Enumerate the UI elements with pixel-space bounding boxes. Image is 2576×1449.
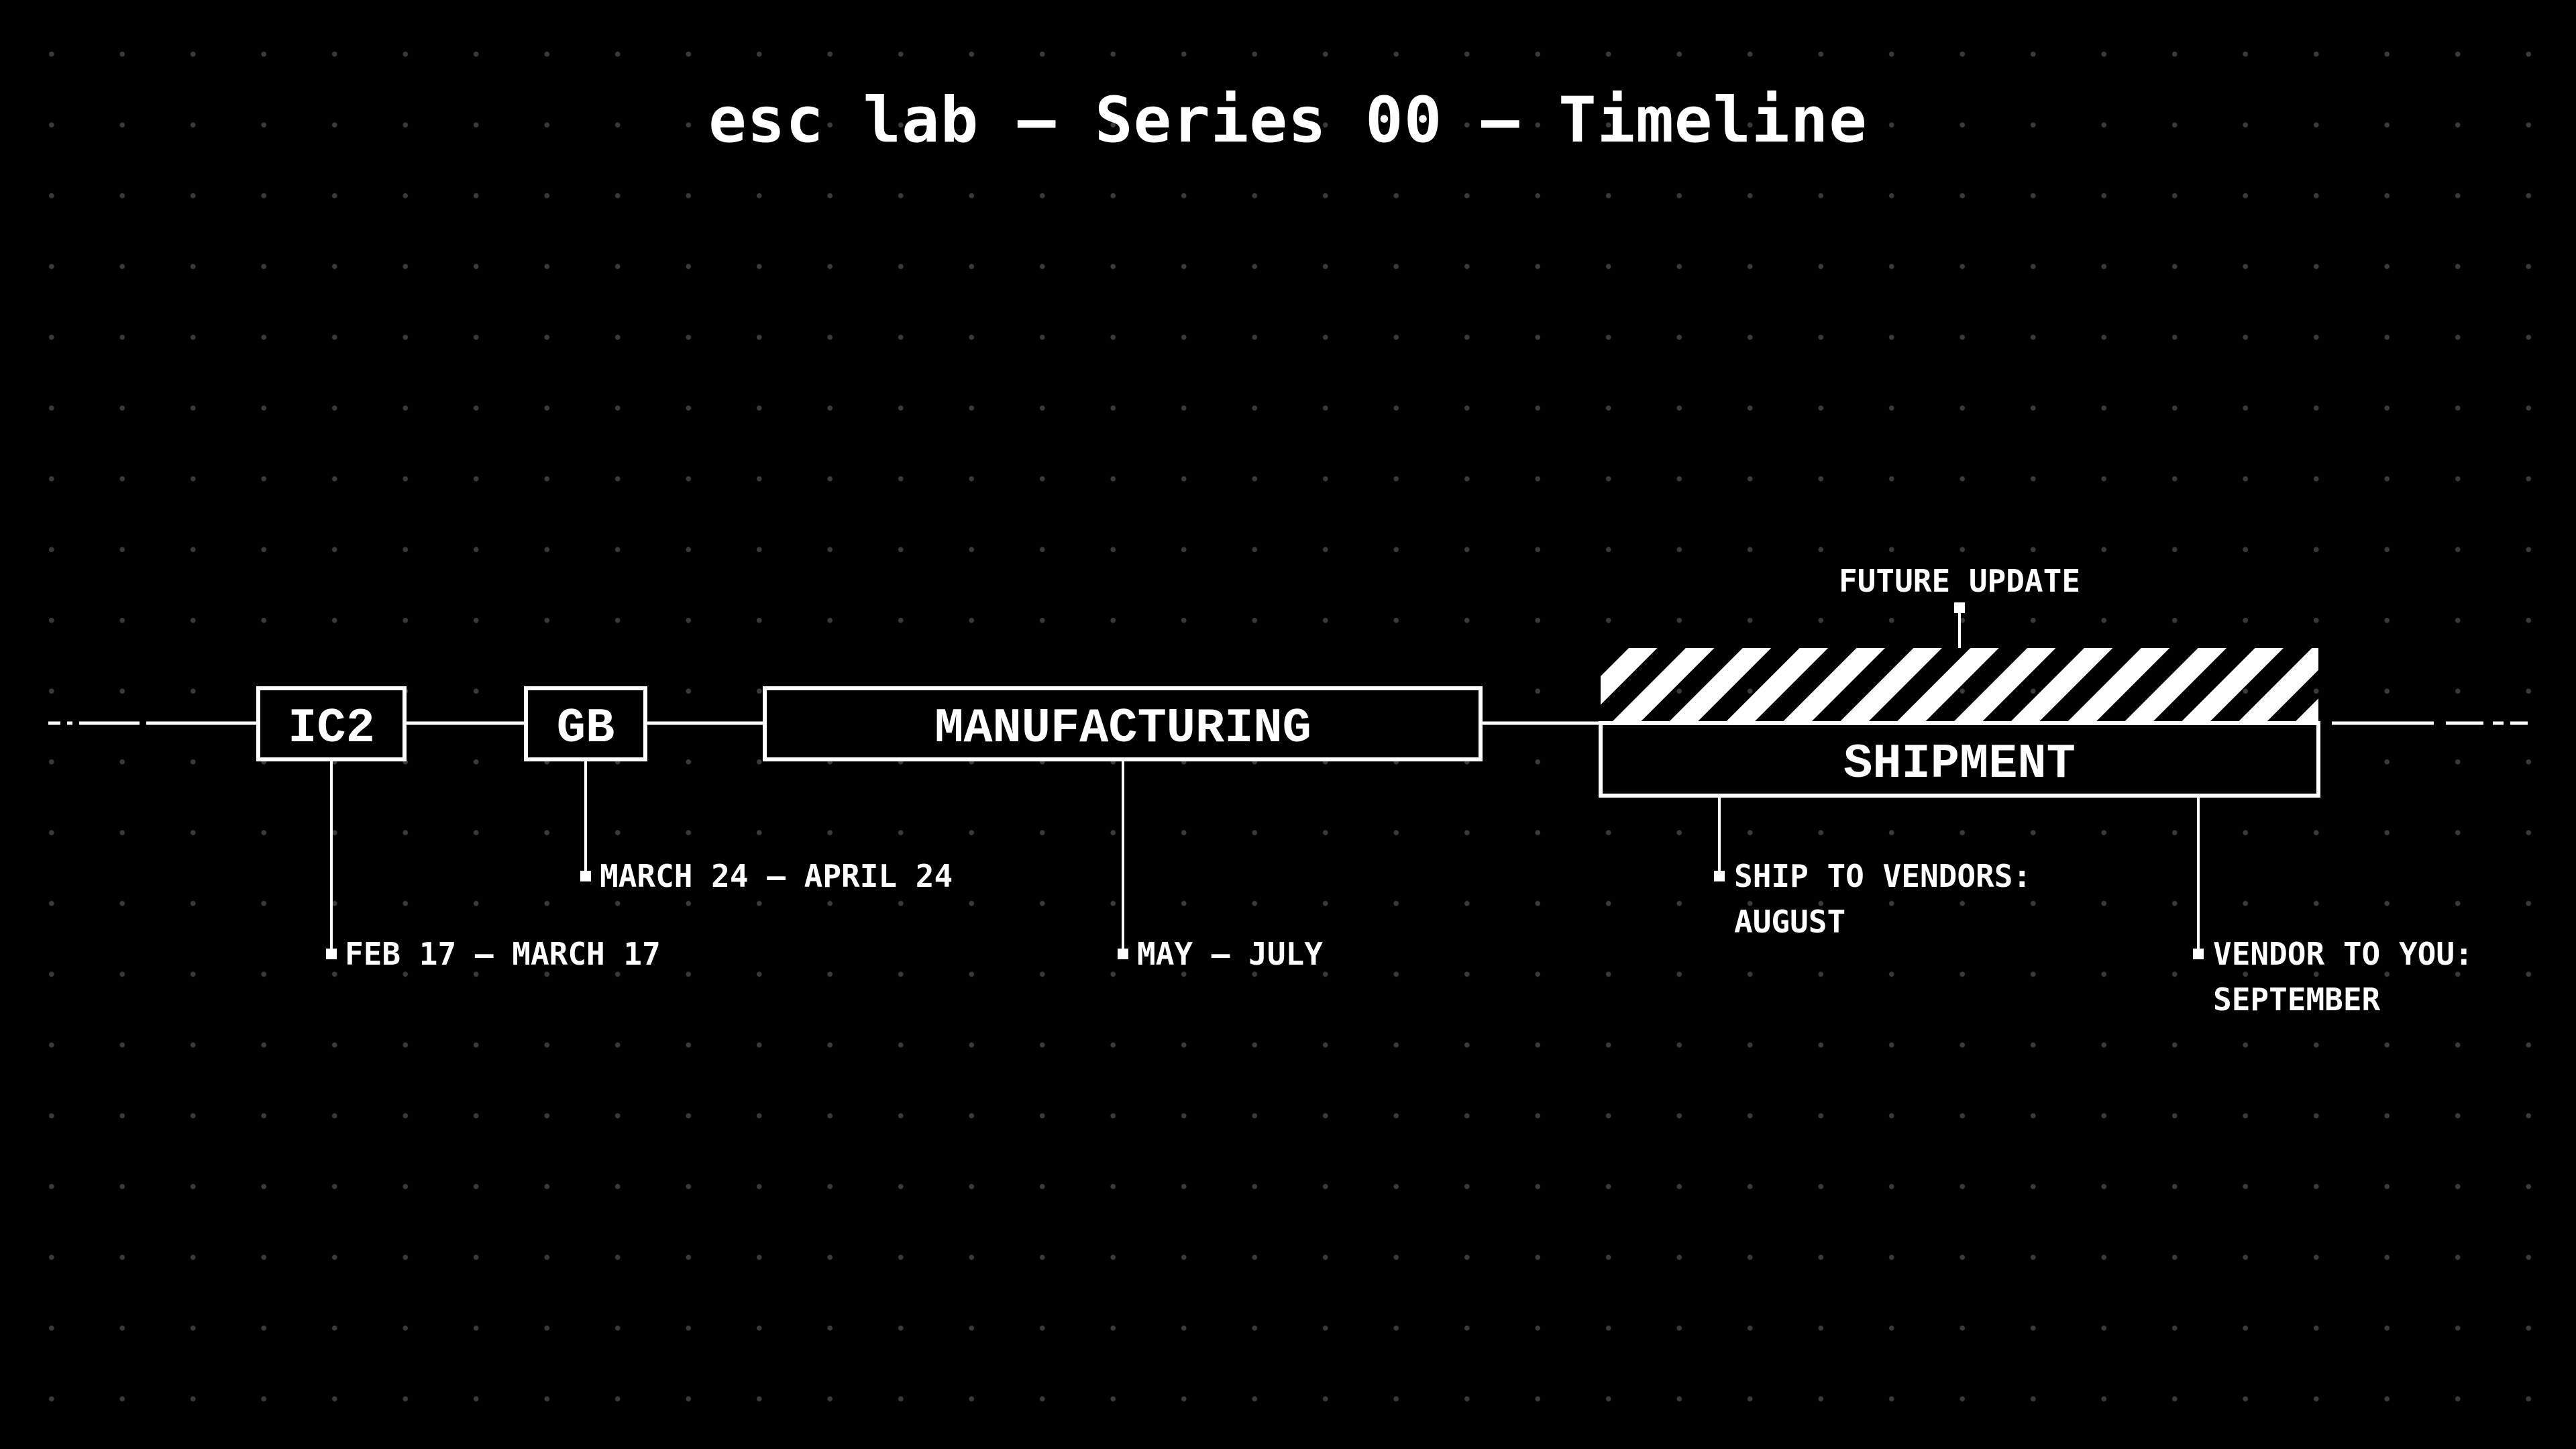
future-hatch-block (1601, 648, 2318, 723)
gb-marker (580, 871, 591, 881)
ship-to-vendors-line2: AUGUST (1734, 904, 1845, 940)
vendor-to-you-line2: SEPTEMBER (2213, 981, 2381, 1018)
stage-gb: GB MARCH 24 – APRIL 24 (524, 686, 953, 894)
page-title: esc lab — Series 00 — Timeline (708, 84, 1868, 157)
future-update-marker (1954, 602, 1965, 613)
stage-ic2: IC2 FEB 17 – MARCH 17 (256, 686, 661, 972)
gb-label: GB (557, 701, 614, 756)
shipment-label: SHIPMENT (1843, 737, 2076, 792)
ic2-label: IC2 (288, 701, 375, 756)
manufacturing-label: MANUFACTURING (934, 701, 1311, 756)
stage-shipment: SHIPMENT FUTURE UPDATE SHIP TO VENDORS: … (1599, 563, 2473, 1018)
vendor-to-you-line1: VENDOR TO YOU: (2213, 936, 2473, 972)
manufacturing-marker (1118, 949, 1128, 959)
stage-manufacturing: MANUFACTURING MAY – JULY (763, 686, 1483, 972)
vendor-to-you-marker (2193, 949, 2204, 959)
manufacturing-box (763, 686, 1483, 761)
shipment-box (1599, 721, 2320, 798)
manufacturing-date: MAY – JULY (1137, 936, 1323, 972)
ship-to-vendors-line1: SHIP TO VENDORS: (1734, 858, 2031, 894)
ic2-marker (326, 949, 337, 959)
gb-date: MARCH 24 – APRIL 24 (600, 858, 953, 894)
ic2-date: FEB 17 – MARCH 17 (345, 936, 661, 972)
future-update-label: FUTURE UPDATE (1839, 563, 2080, 599)
gb-box (524, 686, 647, 761)
ship-to-vendors-marker (1714, 871, 1725, 881)
